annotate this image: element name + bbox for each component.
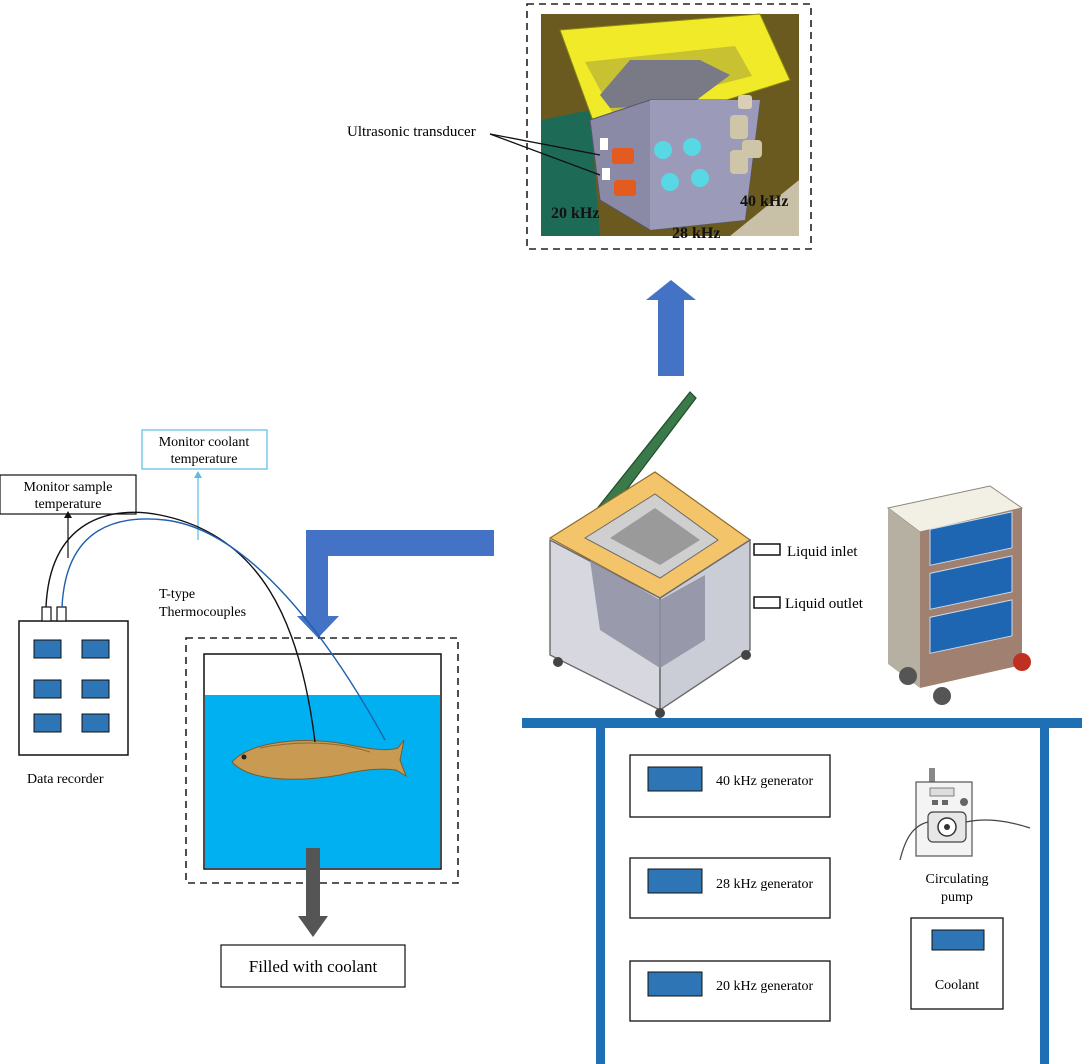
transducer-pointer-upper (489, 133, 601, 156)
circulating-pump-label-line2: pump (941, 890, 973, 905)
coolant-label: Coolant (935, 978, 979, 993)
tank-dashed-frame (185, 637, 459, 884)
transducer-pointer-lower (489, 133, 601, 176)
monitor-coolant-label-line1: Monitor coolant (159, 435, 250, 450)
liquid-outlet-label: Liquid outlet (785, 596, 864, 612)
ultrasonic-transducer-label: Ultrasonic transducer (347, 124, 476, 140)
data-recorder (18, 606, 129, 756)
freq-40-label: 40 kHz (740, 193, 788, 210)
transducer-28khz-group (654, 138, 709, 191)
ultrasonic-chamber (548, 391, 781, 718)
liquid-inlet-label: Liquid inlet (787, 544, 858, 560)
freq-28-label: 28 kHz (672, 225, 720, 242)
circulating-pump (899, 768, 1031, 861)
drain-arrow (298, 848, 328, 937)
filled-with-coolant-label: Filled with coolant (249, 957, 378, 976)
generator-28khz-label: 28 kHz generator (716, 877, 814, 892)
generator-40khz: 40 kHz generator (629, 754, 831, 818)
transducer-inset: 20 kHz 28 kHz 40 kHz (526, 3, 812, 250)
monitor-sample-label-line2: temperature (35, 497, 102, 512)
liquid-outlet-port (753, 596, 781, 609)
circulating-pump-label-line1: Circulating (926, 872, 989, 887)
generator-28khz: 28 kHz generator (629, 857, 831, 919)
transducer-40khz-group (730, 95, 762, 174)
coolant-liquid (205, 695, 440, 868)
coolant-reservoir: Coolant (910, 917, 1004, 1010)
data-recorder-label: Data recorder (27, 772, 104, 787)
transducer-20khz-group (600, 138, 636, 196)
thermocouple-sample-wire (45, 511, 316, 743)
monitor-coolant-box (141, 429, 268, 470)
generator-20khz-label: 20 kHz generator (716, 979, 814, 994)
monitor-sample-box (0, 474, 137, 515)
liquid-inlet-port (753, 543, 781, 556)
elbow-arrow (297, 530, 494, 638)
monitor-sample-label-line1: Monitor sample (23, 480, 112, 495)
thermocouple-coolant-wire (61, 518, 386, 741)
monitor-coolant-label-line2: temperature (171, 452, 238, 467)
thermocouples-label-line2: Thermocouples (159, 605, 246, 620)
generator-cabinet (886, 485, 1031, 705)
freq-20-label: 20 kHz (551, 205, 599, 222)
workbench (522, 718, 1082, 1064)
generator-40khz-label: 40 kHz generator (716, 774, 814, 789)
up-arrow (646, 280, 696, 376)
filled-with-coolant-box (220, 944, 406, 988)
generator-20khz: 20 kHz generator (629, 960, 831, 1022)
fish-sample (231, 739, 407, 780)
thermocouples-label-line1: T-type (159, 587, 195, 602)
